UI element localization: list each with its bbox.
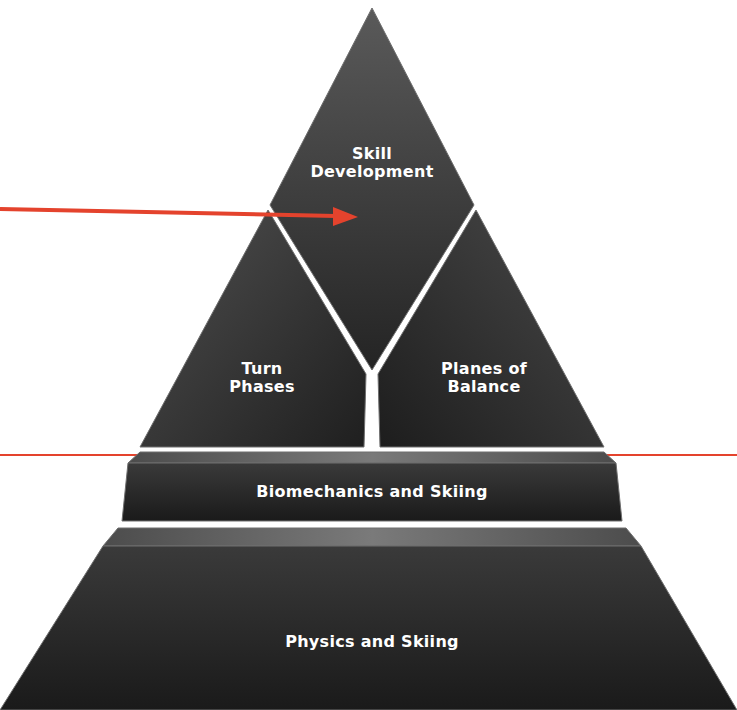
red-guide-line bbox=[0, 454, 142, 456]
red-pointer-arrowhead bbox=[333, 207, 358, 226]
block-face bbox=[140, 210, 366, 447]
base-slab: Physics and Skiing bbox=[0, 528, 737, 710]
block-face bbox=[378, 210, 604, 447]
right-triangle: Planes of Balance bbox=[378, 210, 604, 447]
pyramid-block bbox=[140, 210, 366, 447]
block-label: Skill Development bbox=[307, 145, 437, 182]
left-triangle: Turn Phases bbox=[140, 210, 366, 447]
block-face bbox=[128, 452, 616, 463]
block-face bbox=[122, 463, 622, 521]
block-face bbox=[0, 546, 737, 710]
block-label: Physics and Skiing bbox=[162, 633, 582, 651]
block-label: Biomechanics and Skiing bbox=[162, 483, 582, 501]
pyramid-block bbox=[0, 528, 737, 710]
block-label: Planes of Balance bbox=[429, 360, 539, 397]
red-guide-line bbox=[604, 454, 737, 456]
middle-slab: Biomechanics and Skiing bbox=[122, 452, 622, 521]
red-pointer-arrow bbox=[0, 209, 336, 216]
block-face bbox=[103, 528, 641, 546]
block-label: Turn Phases bbox=[217, 360, 307, 397]
pyramid-block bbox=[378, 210, 604, 447]
